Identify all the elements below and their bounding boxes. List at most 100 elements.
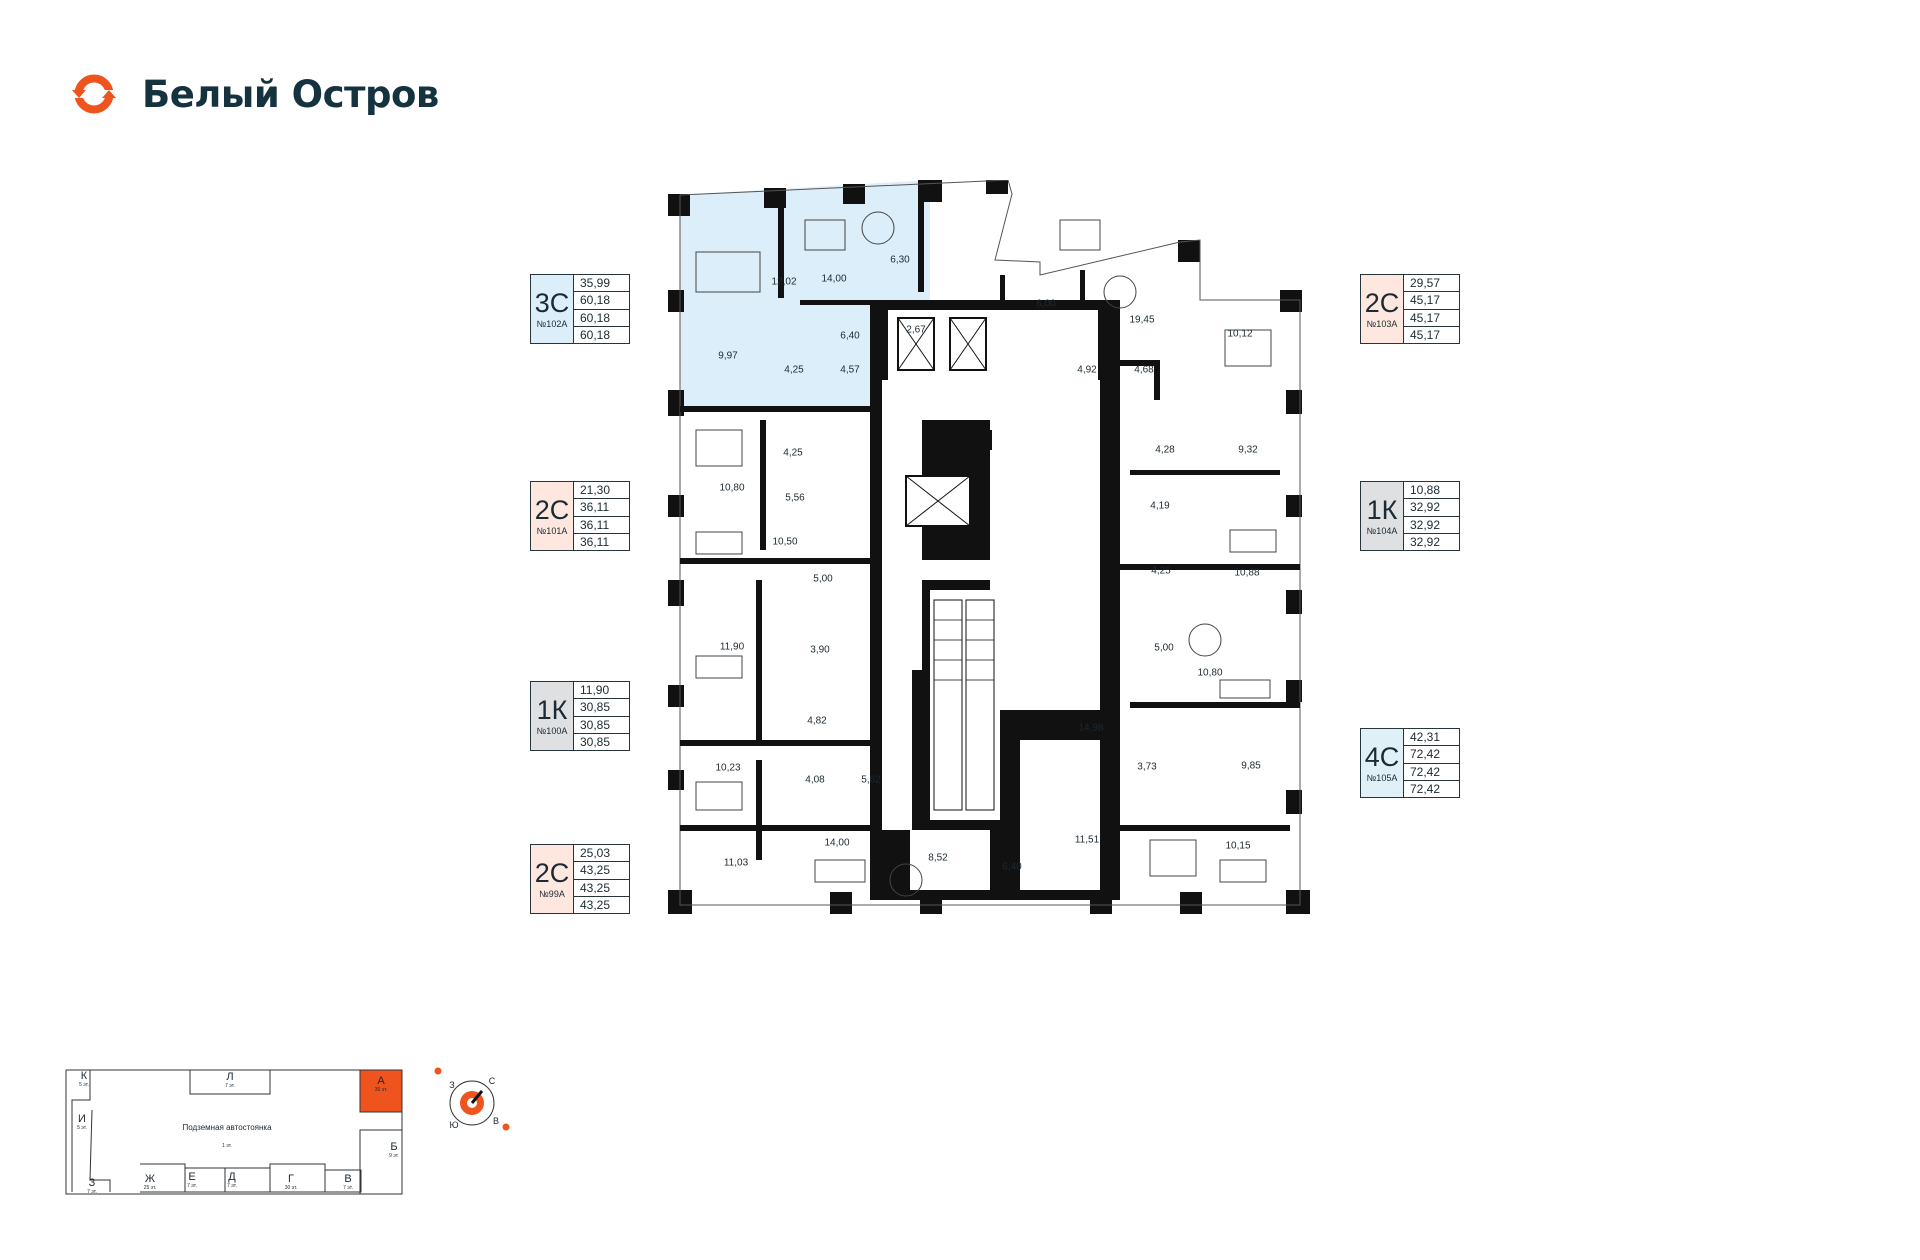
room-area: 10,15 (1225, 840, 1251, 852)
room-area: 12,02 (771, 276, 797, 288)
apartment-number: №102А (536, 319, 568, 329)
apartment-area-value: 45,17 (1404, 292, 1459, 310)
apartment-area-value: 43,25 (574, 862, 629, 880)
room-area: 11,90 (719, 641, 745, 653)
site-map-outline (65, 1069, 403, 1195)
apartment-area-value: 36,11 (574, 499, 629, 517)
apartment-type-code: 1К (536, 695, 568, 725)
room-area: 3,73 (1137, 761, 1157, 773)
building-v-label: В 7 эт. (343, 1173, 353, 1191)
room-area: 4,57 (840, 364, 860, 376)
building-z-label: З 7 эт. (87, 1177, 97, 1195)
apartment-type-code: 2С (534, 495, 570, 525)
room-area: 6,30 (890, 254, 910, 266)
apartment-areas: 10,88 32,92 32,92 32,92 (1404, 481, 1460, 551)
room-area: 10,80 (719, 482, 745, 494)
apartment-type: 2С №103А (1360, 274, 1404, 344)
apartment-type-code: 4С (1364, 742, 1400, 772)
room-area: 4,92 (1077, 364, 1097, 376)
apartment-card-102a[interactable]: 3С №102А 35,99 60,18 60,18 60,18 (530, 274, 630, 344)
room-area: 14,00 (821, 273, 847, 285)
apartment-area-value: 32,92 (1404, 517, 1459, 534)
apartment-area-value: 25,03 (574, 845, 629, 863)
apartment-card-101a[interactable]: 2С №101А 21,30 36,11 36,11 36,11 (530, 481, 630, 551)
apartment-area-value: 45,17 (1404, 310, 1459, 327)
apartment-type: 4С №105А (1360, 728, 1404, 798)
room-area: 11,51 (1074, 834, 1100, 846)
apartment-card-100a[interactable]: 1К №100А 11,90 30,85 30,85 30,85 (530, 681, 630, 751)
room-area: 10,50 (772, 536, 798, 548)
room-area: 6,40 (840, 330, 860, 342)
apartment-card-104a[interactable]: 1К №104А 10,88 32,92 32,92 32,92 (1360, 481, 1460, 551)
apartment-number: №101А (536, 526, 568, 536)
room-area: 9,32 (1238, 444, 1258, 456)
room-area: 4,28 (1155, 444, 1175, 456)
brand-name: Белый Остров (142, 72, 439, 116)
building-k-label: К 5 эт. (79, 1070, 89, 1088)
ring-arrows-logo-icon (68, 74, 120, 114)
room-area: 4,25 (784, 364, 804, 376)
room-area: 4,08 (805, 774, 825, 786)
building-i-label: И 5 эт. (77, 1113, 87, 1131)
apartment-area-value: 10,88 (1404, 482, 1459, 500)
brand-header: Белый Остров (68, 68, 439, 120)
apartment-area-value: 30,85 (574, 717, 629, 734)
apartment-card-105a[interactable]: 4С №105А 42,31 72,42 72,42 72,42 (1360, 728, 1460, 798)
compass-north: С (488, 1076, 496, 1086)
room-area: 4,68 (1134, 364, 1154, 376)
compass-east: В (492, 1116, 500, 1126)
apartment-type: 2С №99А (530, 844, 574, 914)
apartment-area-value: 72,42 (1404, 764, 1459, 781)
highlight-building-a (359, 1069, 403, 1113)
apartment-area-value: 60,18 (574, 310, 629, 327)
apartment-area-value: 35,99 (574, 275, 629, 293)
apartment-number: №99А (539, 889, 565, 899)
building-zh-label: Ж 25 эт. (143, 1173, 157, 1191)
room-area: 8,52 (928, 852, 948, 864)
room-area: 10,88 (1234, 567, 1260, 579)
apartment-type: 1К №100А (530, 681, 574, 751)
apartment-number: №103А (1366, 319, 1398, 329)
apartment-type-code: 2С (534, 858, 570, 888)
room-area: 6,00 (1036, 298, 1056, 310)
apartment-area-value: 60,18 (574, 292, 629, 310)
parking-floors-label: 1 эт. (222, 1143, 232, 1149)
compass: З С Ю В (432, 1063, 512, 1143)
highlight-apartment-102a (680, 180, 930, 408)
room-area: 4,82 (807, 715, 827, 727)
room-area: 4,19 (1150, 500, 1170, 512)
building-a-label: А 30 эт. (374, 1075, 388, 1093)
apartment-areas: 35,99 60,18 60,18 60,18 (574, 274, 630, 344)
apartment-area-value: 11,90 (574, 682, 629, 700)
furniture (695, 211, 1277, 897)
thin-walls (679, 180, 1301, 906)
apartment-areas: 42,31 72,42 72,42 72,42 (1404, 728, 1460, 798)
room-area: 5,56 (785, 492, 805, 504)
room-area: 3,90 (810, 644, 830, 656)
apartment-type-code: 3С (534, 288, 570, 318)
apartment-card-103a[interactable]: 2С №103А 29,57 45,17 45,17 45,17 (1360, 274, 1460, 344)
apartment-area-value: 21,30 (574, 482, 629, 500)
apartment-area-value: 72,42 (1404, 746, 1459, 764)
apartment-type: 3С №102А (530, 274, 574, 344)
apartment-type: 2С №101А (530, 481, 574, 551)
room-area: 14,98 (1078, 722, 1104, 734)
apartment-area-value: 30,85 (580, 734, 611, 749)
compass-south: Ю (449, 1120, 459, 1130)
room-area: 10,12 (1227, 328, 1253, 340)
apartment-areas: 25,03 43,25 43,25 43,25 (574, 844, 630, 914)
apartment-area-value: 29,57 (1404, 275, 1459, 293)
building-d-label: Д 7 эт. (227, 1171, 237, 1189)
site-map: К 5 эт. Л 7 эт. А 30 эт. И 5 эт. Б 9 эт.… (60, 1060, 440, 1210)
apartment-type-code: 1К (1366, 495, 1398, 525)
apartment-area-value: 72,42 (1410, 781, 1441, 796)
apartment-area-value: 60,18 (580, 327, 611, 342)
apartment-area-value: 32,92 (1410, 534, 1441, 549)
apartment-card-99a[interactable]: 2С №99А 25,03 43,25 43,25 43,25 (530, 844, 630, 914)
room-area: 4,25 (1151, 565, 1171, 577)
apartment-area-value: 36,11 (580, 534, 610, 549)
room-area: 10,80 (1197, 667, 1223, 679)
room-area: 19,45 (1129, 314, 1155, 326)
apartment-type: 1К №104А (1360, 481, 1404, 551)
apartment-areas: 21,30 36,11 36,11 36,11 (574, 481, 630, 551)
